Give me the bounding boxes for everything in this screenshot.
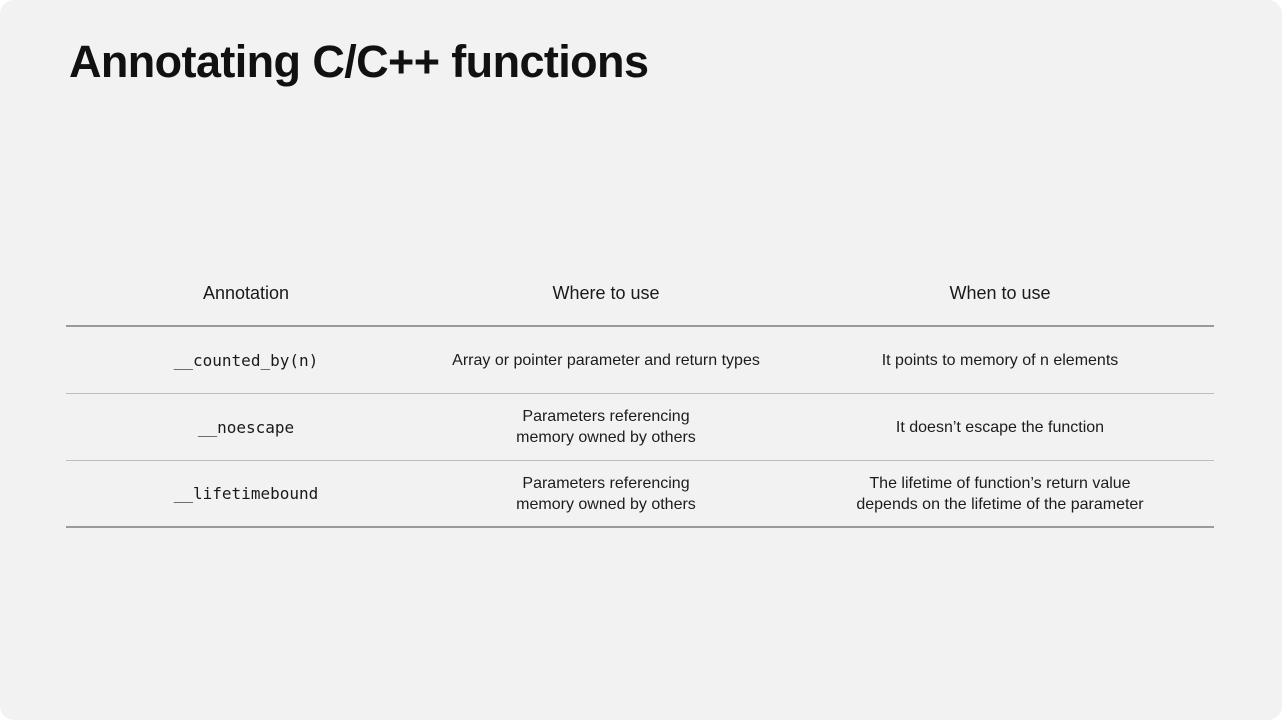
where-to-use-cell: Parameters referencing memory owned by o…	[426, 473, 786, 515]
column-header-annotation: Annotation	[202, 283, 290, 303]
cell-line: memory owned by others	[516, 429, 696, 446]
cell-line: depends on the lifetime of the parameter	[856, 495, 1144, 513]
cell-line: memory owned by others	[516, 495, 696, 513]
table-header-row: Annotation Where to use When to use	[66, 260, 1214, 327]
table-row: __counted_by(n) Array or pointer paramet…	[66, 327, 1214, 394]
annotations-table: Annotation Where to use When to use __co…	[66, 260, 1214, 528]
cell-line: The lifetime of function’s return value	[869, 474, 1131, 492]
when-to-use-cell: The lifetime of function’s return value …	[786, 473, 1214, 515]
when-to-use-cell: It doesn’t escape the function	[786, 417, 1214, 438]
table-row: __noescape Parameters referencing memory…	[66, 394, 1214, 461]
cell-line: It doesn’t escape the function	[895, 418, 1105, 436]
where-to-use-cell: Parameters referencing memory owned by o…	[426, 406, 786, 448]
where-to-use-cell: Array or pointer parameter and return ty…	[426, 350, 786, 371]
cell-line: It points to memory of n elements	[881, 351, 1119, 369]
annotation-cell: __noescape	[197, 417, 295, 437]
cell-line: Parameters referencing	[522, 474, 690, 492]
table-row: __lifetimebound Parameters referencing m…	[66, 461, 1214, 528]
column-header-where-to-use: Where to use	[552, 283, 660, 303]
when-to-use-cell: It points to memory of n elements	[786, 350, 1214, 371]
slide-title: Annotating C/C++ functions	[69, 36, 649, 87]
annotation-cell: __counted_by(n)	[173, 350, 319, 370]
cell-line: Parameters referencing	[522, 408, 690, 425]
annotation-cell: __lifetimebound	[173, 484, 319, 503]
column-header-when-to-use: When to use	[949, 283, 1051, 303]
cell-line: Array or pointer parameter and return ty…	[452, 351, 760, 369]
